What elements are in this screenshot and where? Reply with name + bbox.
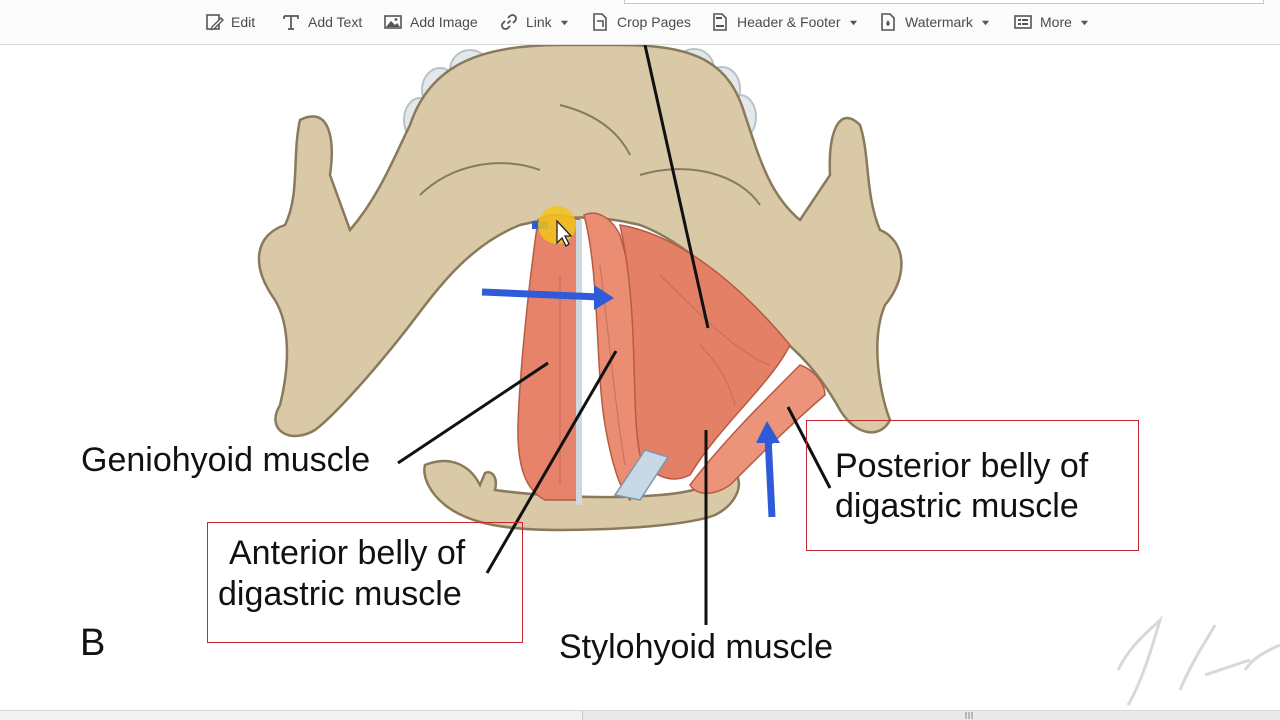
mandible-bone [257, 45, 903, 438]
edit-icon [206, 14, 224, 31]
crop-pages-label: Crop Pages [617, 14, 691, 30]
geniohyoid-muscle [517, 214, 581, 501]
edit-button[interactable]: Edit [204, 8, 255, 36]
link-button[interactable]: Link [499, 8, 569, 36]
header-footer-label: Header & Footer [737, 14, 841, 30]
edit-toolbar: Edit Add Text Add Image Link Crop Pages … [0, 0, 1280, 45]
pdf-page: Geniohyoid muscle Anterior belly of diga… [0, 45, 1280, 710]
link-icon [501, 14, 517, 30]
add-text-button[interactable]: Add Text [281, 8, 362, 36]
chevron-down-icon [981, 20, 990, 25]
anterior-belly-label-line2: digastric muscle [218, 575, 462, 613]
edit-label: Edit [231, 14, 256, 30]
watermark-label: Watermark [905, 14, 973, 30]
image-icon [384, 15, 402, 29]
more-label: More [1040, 14, 1072, 30]
panel-letter: B [80, 622, 106, 664]
watermark-button[interactable]: Watermark [878, 8, 990, 36]
watermark-icon [881, 13, 895, 31]
add-image-label: Add Image [410, 14, 478, 30]
anterior-belly-label-line1: Anterior belly of [229, 534, 466, 572]
posterior-belly-highlight-box [806, 420, 1139, 551]
header-footer-icon [713, 13, 727, 31]
midline-raphe [576, 220, 582, 505]
chevron-down-icon [849, 20, 857, 25]
chevron-down-icon [560, 20, 568, 25]
anatomy-illustration [257, 45, 1280, 706]
header-footer-button[interactable]: Header & Footer [710, 8, 858, 36]
crop-pages-button[interactable]: Crop Pages [590, 8, 691, 36]
posterior-belly-label-line2: digastric muscle [835, 487, 1079, 525]
posterior-belly-label-line1: Posterior belly of [835, 447, 1089, 485]
document-tab-edge [624, 0, 1264, 4]
geniohyoid-label: Geniohyoid muscle [81, 441, 371, 479]
crop-icon [593, 13, 607, 31]
stylohyoid-label: Stylohyoid muscle [559, 628, 834, 666]
bone-contour-lines [419, 104, 761, 206]
stylohyoid-and-posterior-belly [689, 364, 826, 494]
cursor-highlight [538, 206, 576, 247]
mylohyoid-muscle [619, 224, 791, 480]
corner-watermark-logo [1116, 614, 1280, 706]
mouse-cursor-icon [556, 219, 573, 247]
link-label: Link [526, 14, 552, 30]
muscle-fibers [559, 264, 771, 485]
horizontal-scrollbar-thumb[interactable] [582, 711, 1280, 720]
scrollbar-grip-icon [965, 712, 973, 719]
add-text-label: Add Text [308, 14, 363, 30]
leader-lines [397, 45, 832, 625]
tendon [613, 449, 670, 501]
more-button[interactable]: More [1013, 8, 1089, 36]
anterior-belly-highlight-box [207, 522, 523, 643]
more-icon [1014, 15, 1032, 29]
text-icon [283, 15, 299, 30]
add-image-button[interactable]: Add Image [383, 8, 478, 36]
chevron-down-icon [1080, 20, 1089, 25]
